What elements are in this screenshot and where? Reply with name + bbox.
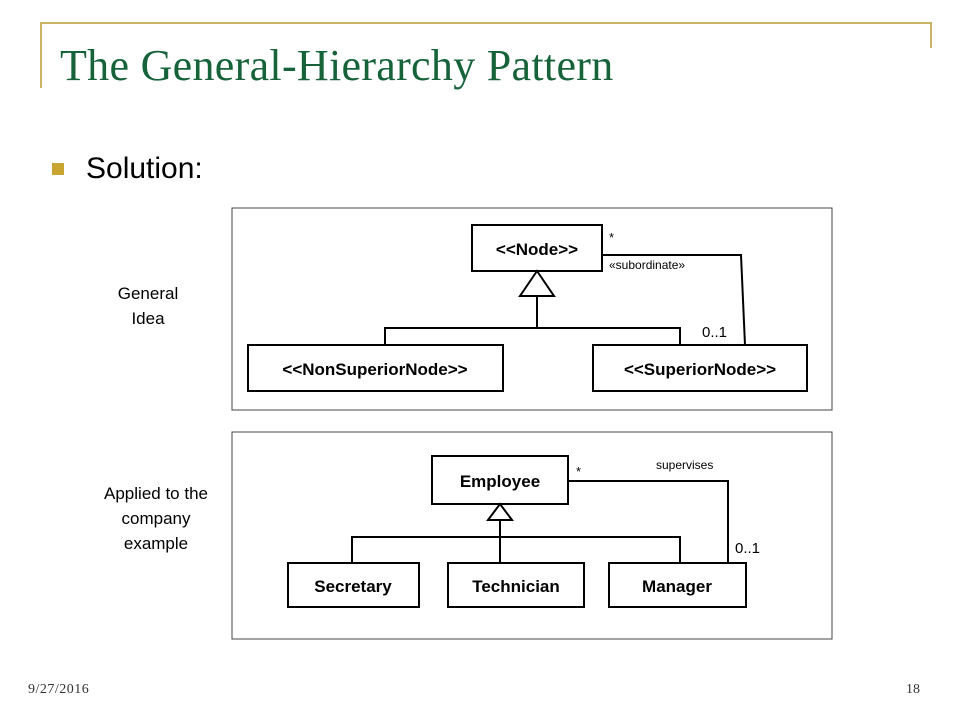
applied-multiplicity-many: *: [576, 464, 581, 479]
applied-label-line3: example: [123, 534, 189, 553]
manager-class-label: Manager: [642, 577, 712, 596]
non-superior-node-box: [247, 344, 504, 392]
general-inheritance-triangle: [518, 269, 556, 297]
subordinate-label: «subordinate»: [609, 258, 685, 272]
general-panel: [231, 207, 833, 411]
applied-panel: [231, 431, 833, 640]
manager-class-box: [608, 562, 747, 608]
general-label-line1: General: [117, 284, 179, 303]
bullet-item: Solution:: [52, 152, 203, 186]
superior-node-label: <<SuperiorNode>>: [624, 360, 776, 379]
general-multiplicity-many: *: [609, 230, 614, 245]
node-class-label: <<Node>>: [496, 240, 578, 259]
applied-label-line2: company: [121, 509, 191, 528]
supervises-label: supervises: [656, 458, 713, 472]
general-inheritance-branch: [384, 327, 681, 345]
non-superior-node-label: <<NonSuperiorNode>>: [282, 360, 467, 379]
page-number: 18: [906, 682, 920, 697]
technician-class-box: [447, 562, 585, 608]
left-border-line: [40, 22, 42, 88]
applied-label: Applied to the company example: [76, 481, 236, 556]
subordinate-association-line: [602, 254, 746, 346]
bullet-square-icon: [52, 163, 64, 175]
applied-label-line1: Applied to the: [104, 484, 208, 503]
secretary-class-box: [287, 562, 420, 608]
node-class-box: [471, 224, 603, 272]
top-border-line: [40, 22, 932, 24]
bullet-text: Solution:: [86, 152, 203, 185]
supervises-association-line: [568, 480, 729, 563]
applied-inheritance-triangle: [486, 502, 514, 521]
right-border-line: [930, 22, 932, 48]
employee-class-label: Employee: [460, 472, 540, 491]
general-idea-label: General Idea: [98, 281, 198, 331]
general-label-line2: Idea: [131, 309, 165, 328]
technician-class-label: Technician: [472, 577, 560, 596]
secretary-class-label: Secretary: [314, 577, 392, 596]
general-multiplicity-optional: 0..1: [702, 324, 727, 341]
superior-node-box: [592, 344, 808, 392]
slide-title: The General-Hierarchy Pattern: [60, 41, 614, 90]
applied-multiplicity-optional: 0..1: [735, 540, 760, 557]
applied-inheritance-branch: [351, 536, 681, 563]
footer-date: 9/27/2016: [28, 682, 90, 697]
